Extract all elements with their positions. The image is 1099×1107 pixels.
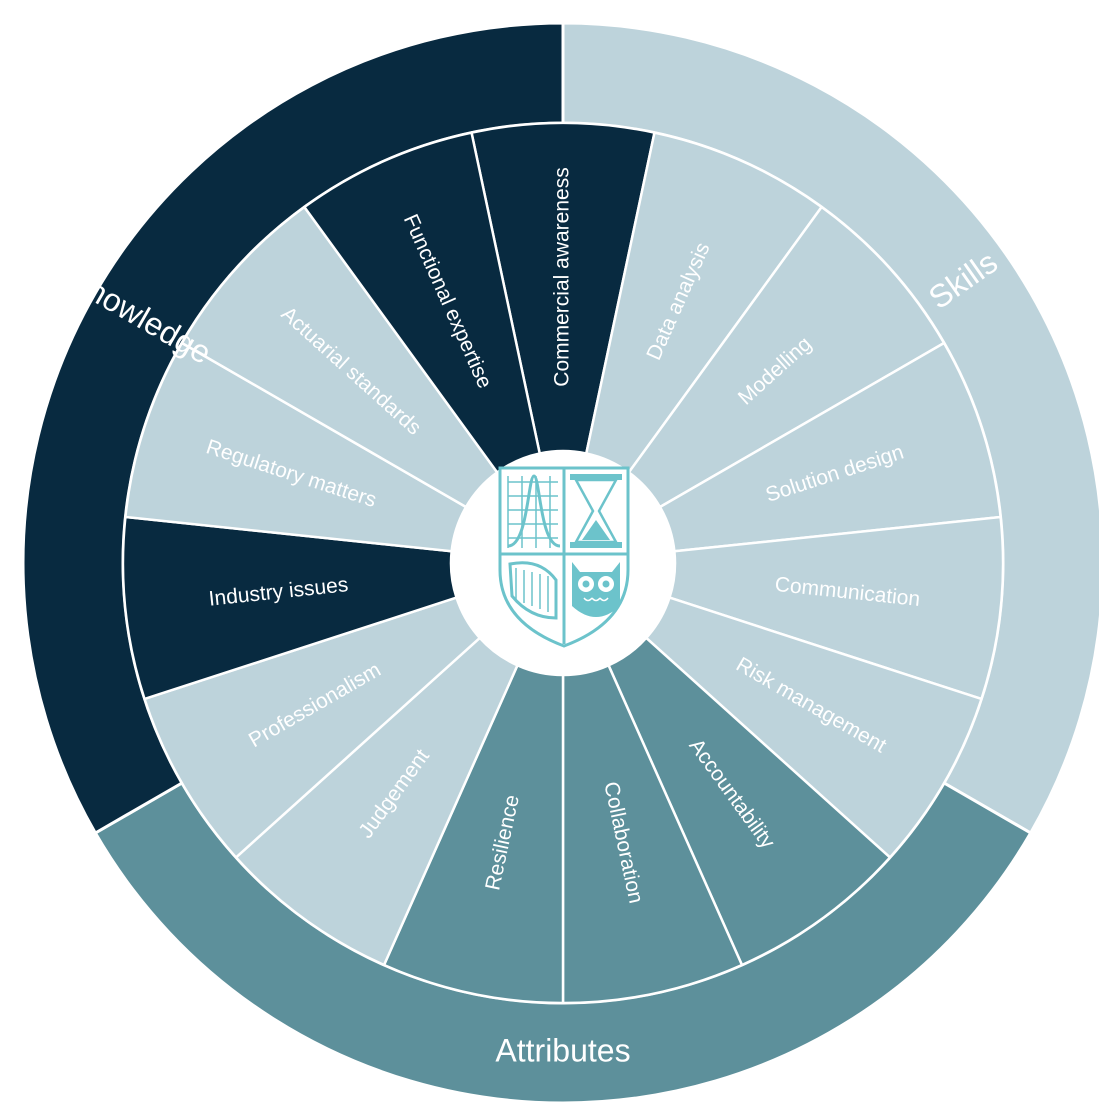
segment-wedge [667,515,1005,701]
segment-wedge [302,131,542,475]
segment-wedge [180,205,499,509]
segment-wedge [470,121,656,455]
bell-curve-chart-icon [507,474,561,548]
segment-label: Commercial awareness [551,167,574,386]
segment-ring [121,121,1005,1005]
shield-outline-icon [498,466,630,648]
segment-wedge [561,663,744,1005]
center-emblem [453,453,673,673]
harp-icon [508,561,558,620]
segment-wedge [142,596,482,860]
segment-wedge [606,636,892,967]
segment-wedge [121,515,459,701]
segment-wedge [627,205,946,509]
segment-wedge [658,341,1002,553]
segment-wedge [644,596,984,860]
segment-wedge [584,131,824,475]
hourglass-icon [570,474,622,548]
segment-wedge [382,663,565,1005]
category-label-attributes: Attributes [495,1032,630,1068]
segment-wedge [124,341,468,553]
owl-icon [572,562,620,617]
segment-wedge [234,636,520,967]
emblem-shield-icon [498,466,630,648]
